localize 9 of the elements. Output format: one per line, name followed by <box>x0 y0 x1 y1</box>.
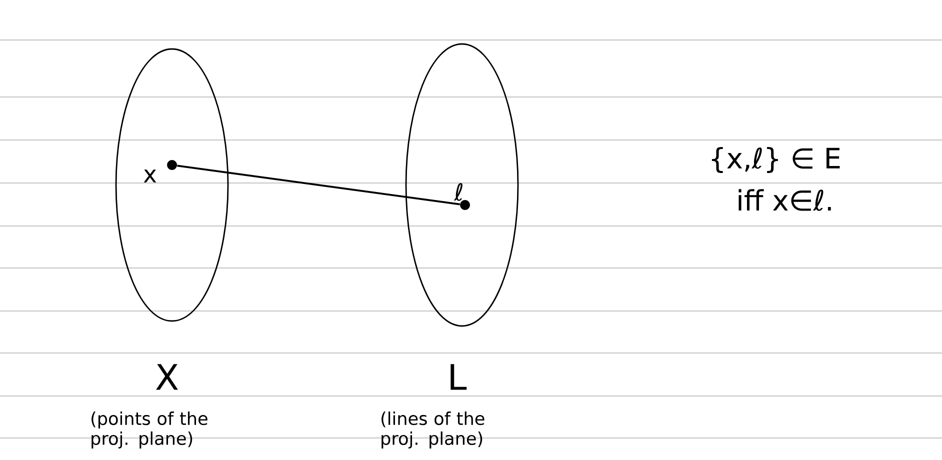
note-text: iff x∈ℓ. <box>738 189 831 211</box>
caption: (lines of the proj. plane) <box>382 412 484 448</box>
node-label: X <box>156 364 178 390</box>
edge-line <box>177 164 460 206</box>
node-label: L <box>450 364 467 390</box>
caption: (points of the proj. plane) <box>92 412 208 448</box>
node-label: x <box>144 170 156 182</box>
note-text: {x,ℓ} ∈ E <box>712 147 840 173</box>
node-label: ℓ <box>454 183 462 201</box>
